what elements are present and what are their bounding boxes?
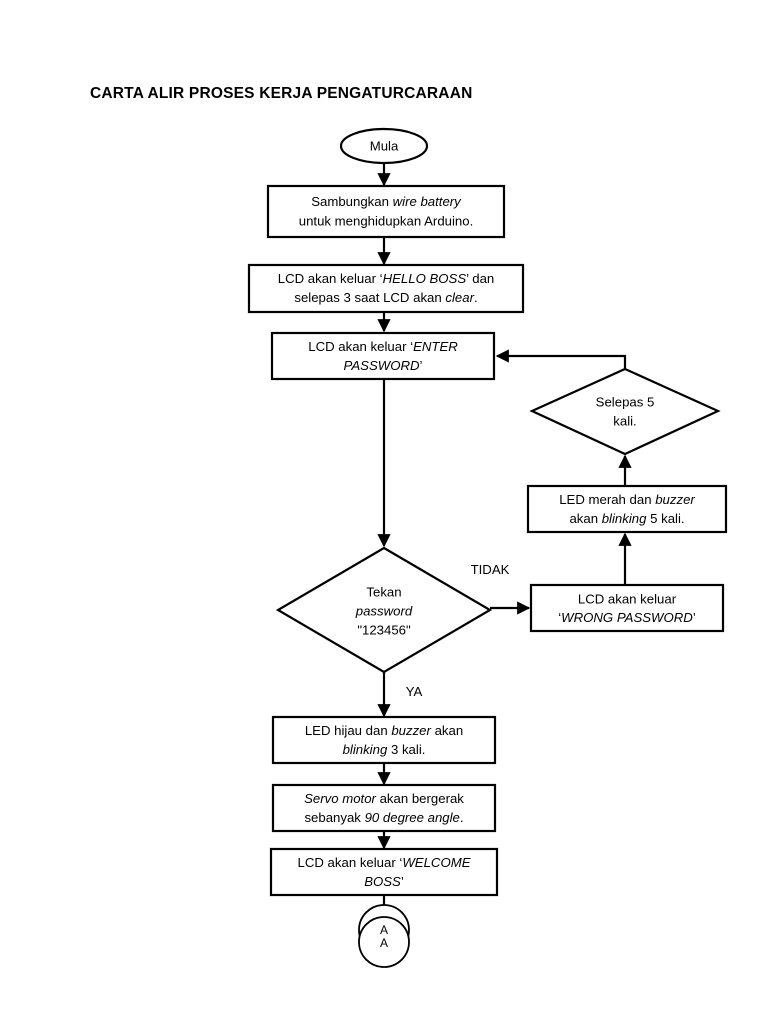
check-password-diamond-shape [275,546,493,674]
page-title: CARTA ALIR PROSES KERJA PENGATURCARAAN [90,85,473,102]
edge-label-tidak: TIDAK [471,562,510,577]
node-servo-motor[interactable]: Servo motor akan bergerak sebanyak 90 de… [271,783,497,833]
welcome-boss-box-shape [269,847,499,897]
red-led-line1: LED merah dan buzzer [559,492,695,507]
node-welcome-boss[interactable]: LCD akan keluar ‘WELCOME BOSS’ [269,847,499,897]
connector-letter-upper: A [380,923,388,937]
connector-circle-lower-shape [358,916,410,968]
enter-password-line2: PASSWORD’ [344,358,423,373]
hello-boss-box-shape [247,263,525,314]
node-hello-boss[interactable]: LCD akan keluar ‘HELLO BOSS’ dan selepas… [247,263,525,314]
hello-boss-line1: LCD akan keluar ‘HELLO BOSS’ dan [278,271,495,286]
wrong-password-line1: LCD akan keluar [578,591,677,606]
check-password-line1: Tekan [366,584,401,599]
connect-battery-line2: untuk menghidupkan Arduino. [299,213,474,228]
after-five-diamond-shape [529,367,721,456]
node-start[interactable]: Mula [339,127,429,165]
servo-motor-line1: Servo motor akan bergerak [304,791,464,806]
hello-boss-line2: selepas 3 saat LCD akan clear. [294,290,477,305]
servo-motor-box-shape [271,783,497,833]
connect-battery-line1: Sambungkan wire battery [311,194,462,209]
node-green-led-buzzer[interactable]: LED hijau dan buzzer akan blinking 3 kal… [271,715,497,765]
wrong-password-line2: ‘WRONG PASSWORD’ [558,610,696,625]
welcome-boss-line1: LCD akan keluar ‘WELCOME [298,855,471,870]
wrong-password-box-shape [529,583,725,633]
node-check-password[interactable]: Tekan password "123456" [275,546,493,674]
green-led-line2: blinking 3 kali. [343,742,426,757]
node-connector-a[interactable]: A A [358,904,410,968]
green-led-box-shape [271,715,497,765]
node-red-led-buzzer[interactable]: LED merah dan buzzer akan blinking 5 kal… [526,484,728,534]
node-connect-battery[interactable]: Sambungkan wire battery untuk menghidupk… [266,184,506,239]
enter-password-box-shape [270,331,496,381]
welcome-boss-line2: BOSS’ [364,874,404,889]
green-led-line1: LED hijau dan buzzer akan [305,723,463,738]
node-enter-password[interactable]: LCD akan keluar ‘ENTER PASSWORD’ [270,331,496,381]
servo-motor-line2: sebanyak 90 degree angle. [304,810,463,825]
red-led-box-shape [526,484,728,534]
edge-label-ya: YA [406,684,423,699]
connector-letter-lower: A [380,936,388,950]
node-wrong-password[interactable]: LCD akan keluar ‘WRONG PASSWORD’ [529,583,725,633]
connect-battery-box-shape [266,184,506,239]
check-password-line2: password [355,603,413,618]
check-password-line3: "123456" [357,622,411,637]
edge-afterfive-to-enterpassword [495,349,627,369]
start-oval-shape [339,127,429,165]
node-after-five-times[interactable]: Selepas 5 kali. [529,367,721,456]
start-label: Mula [370,138,399,153]
red-led-line2: akan blinking 5 kali. [569,511,684,526]
enter-password-line1: LCD akan keluar ‘ENTER [308,339,458,354]
after-five-line1: Selepas 5 [596,394,655,409]
after-five-line2: kali. [613,413,636,428]
